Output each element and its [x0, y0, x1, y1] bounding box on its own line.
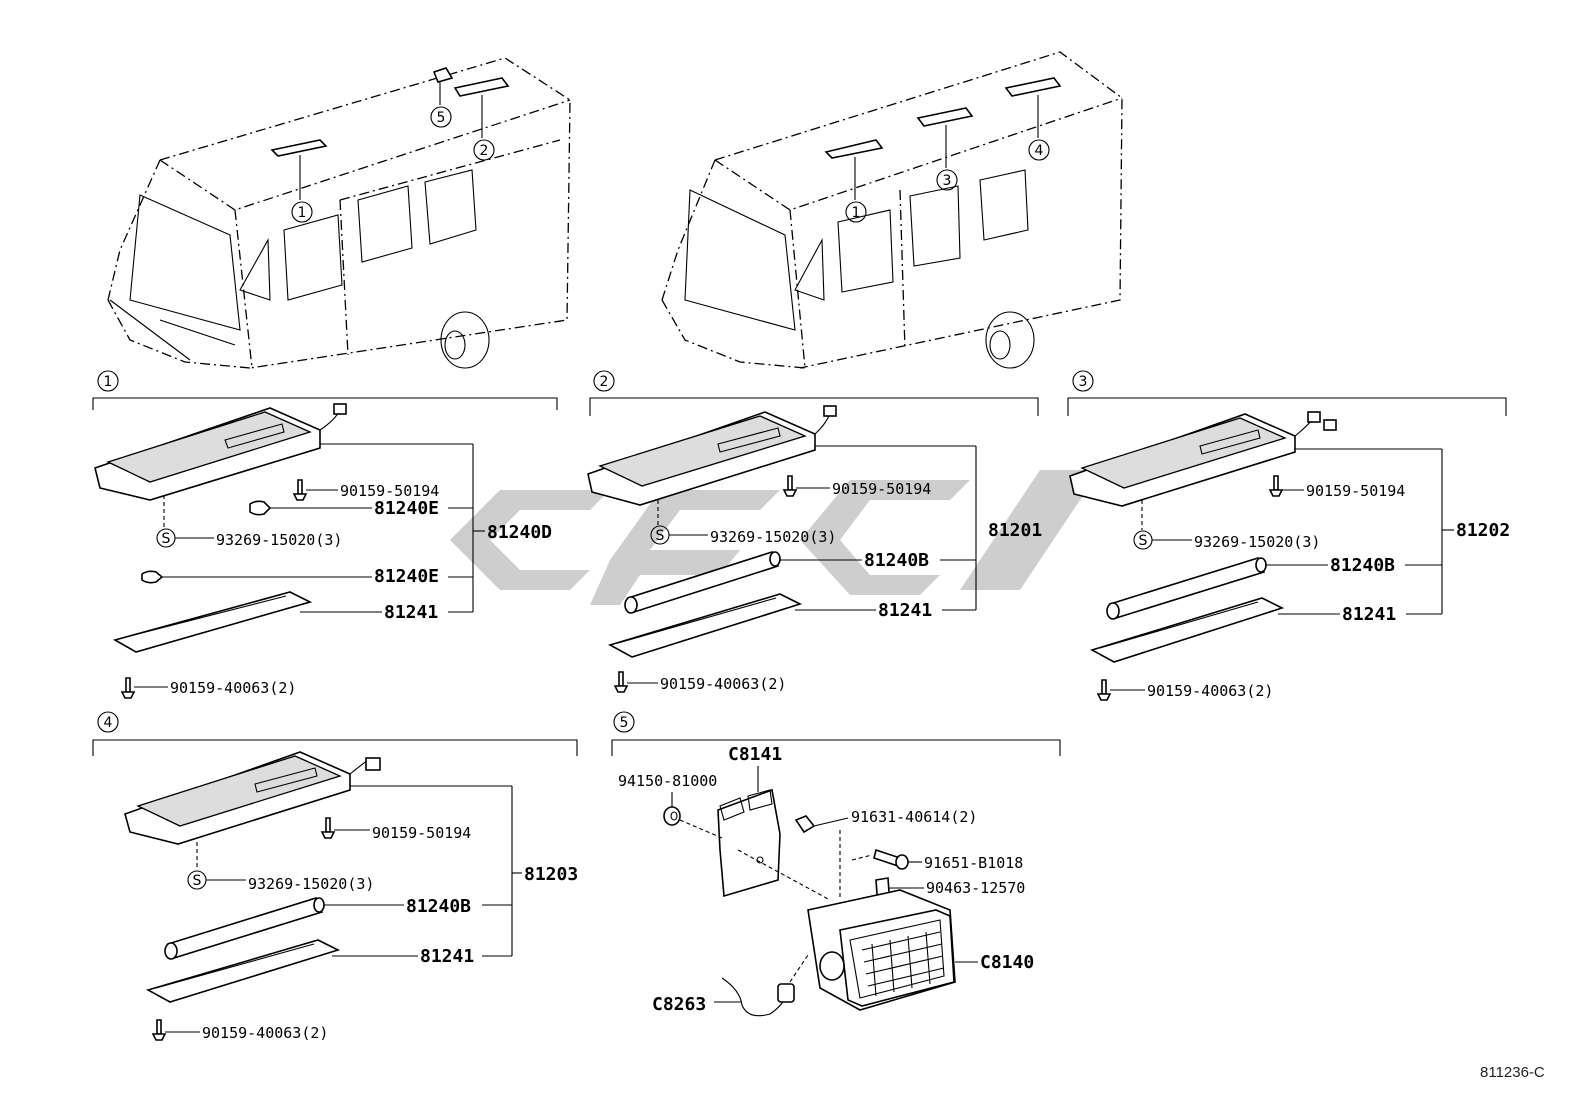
svg-text:90159-50194: 90159-50194 [372, 824, 471, 842]
svg-text:93269-15020(3): 93269-15020(3) [1194, 533, 1320, 551]
svg-text:2: 2 [480, 143, 489, 159]
section-1: 1 90159-50194 81240E S 93269-15020(3) 81… [92, 370, 558, 699]
watermark-logo [450, 470, 1100, 605]
svg-text:5: 5 [620, 715, 629, 731]
svg-text:81203: 81203 [524, 864, 578, 885]
svg-text:90159-50194: 90159-50194 [1306, 482, 1405, 500]
section-3: 3 90159-50194 S 93269-15020(3) 81240B 81… [1067, 370, 1510, 701]
svg-text:81240B: 81240B [406, 896, 471, 917]
svg-text:90159-50194: 90159-50194 [832, 480, 931, 498]
svg-text:1: 1 [298, 205, 307, 221]
svg-text:94150-81000: 94150-81000 [618, 772, 717, 790]
svg-text:4: 4 [1035, 143, 1044, 159]
callout-left-2: 2 [473, 139, 495, 161]
svg-text:91651-B1018: 91651-B1018 [924, 854, 1023, 872]
svg-text:2: 2 [600, 374, 609, 390]
callout-right-1: 1 [845, 201, 867, 223]
lamp-lens-grid [861, 931, 945, 997]
svg-text:S: S [656, 528, 665, 544]
svg-text:81241: 81241 [878, 600, 932, 621]
svg-text:3: 3 [1079, 374, 1088, 390]
svg-text:93269-15020(3): 93269-15020(3) [216, 531, 342, 549]
svg-text:93269-15020(3): 93269-15020(3) [248, 875, 374, 893]
svg-text:81241: 81241 [1342, 604, 1396, 625]
svg-text:1: 1 [104, 374, 113, 390]
svg-text:4: 4 [104, 715, 113, 731]
svg-text:90159-40063(2): 90159-40063(2) [170, 679, 296, 697]
section-2: 2 90159-50194 S 93269-15020(3) 81240B 81… [587, 370, 1042, 693]
callout-right-4: 4 [1028, 139, 1050, 161]
svg-text:S: S [162, 531, 171, 547]
svg-text:81240B: 81240B [864, 550, 929, 571]
svg-text:90159-40063(2): 90159-40063(2) [202, 1024, 328, 1042]
svg-text:81202: 81202 [1456, 520, 1510, 541]
svg-text:90463-12570: 90463-12570 [926, 879, 1025, 897]
svg-text:81241: 81241 [420, 946, 474, 967]
callout-left-5: 5 [430, 106, 452, 128]
svg-text:90159-40063(2): 90159-40063(2) [660, 675, 786, 693]
svg-text:C8263: C8263 [652, 994, 706, 1015]
section-5: 5 C8141 94150-81000 91631-40614(2) 91651… [611, 711, 1061, 1017]
svg-text:81240E: 81240E [374, 498, 439, 519]
svg-text:90159-50194: 90159-50194 [340, 482, 439, 500]
callout-left-1: 1 [291, 201, 313, 223]
svg-text:S: S [193, 873, 202, 889]
svg-text:3: 3 [943, 173, 952, 189]
van-overview-right [661, 51, 1123, 369]
svg-text:91631-40614(2): 91631-40614(2) [851, 808, 977, 826]
svg-text:90159-40063(2): 90159-40063(2) [1147, 682, 1273, 700]
svg-text:93269-15020(3): 93269-15020(3) [710, 528, 836, 546]
svg-text:5: 5 [437, 110, 446, 126]
svg-text:81201: 81201 [988, 520, 1042, 541]
svg-text:81240E: 81240E [374, 566, 439, 587]
svg-text:81240B: 81240B [1330, 555, 1395, 576]
svg-text:1: 1 [852, 205, 861, 221]
svg-text:C8140: C8140 [980, 952, 1034, 973]
svg-text:S: S [1139, 533, 1148, 549]
svg-text:81240D: 81240D [487, 522, 552, 543]
van-overview-left [107, 57, 571, 369]
svg-text:C8141: C8141 [728, 744, 782, 765]
callout-right-3: 3 [936, 169, 958, 191]
figure-code: 811236-C [1480, 1064, 1545, 1081]
section-4: 4 90159-50194 S 93269-15020(3) 81240B 81… [92, 711, 578, 1042]
svg-text:81241: 81241 [384, 602, 438, 623]
